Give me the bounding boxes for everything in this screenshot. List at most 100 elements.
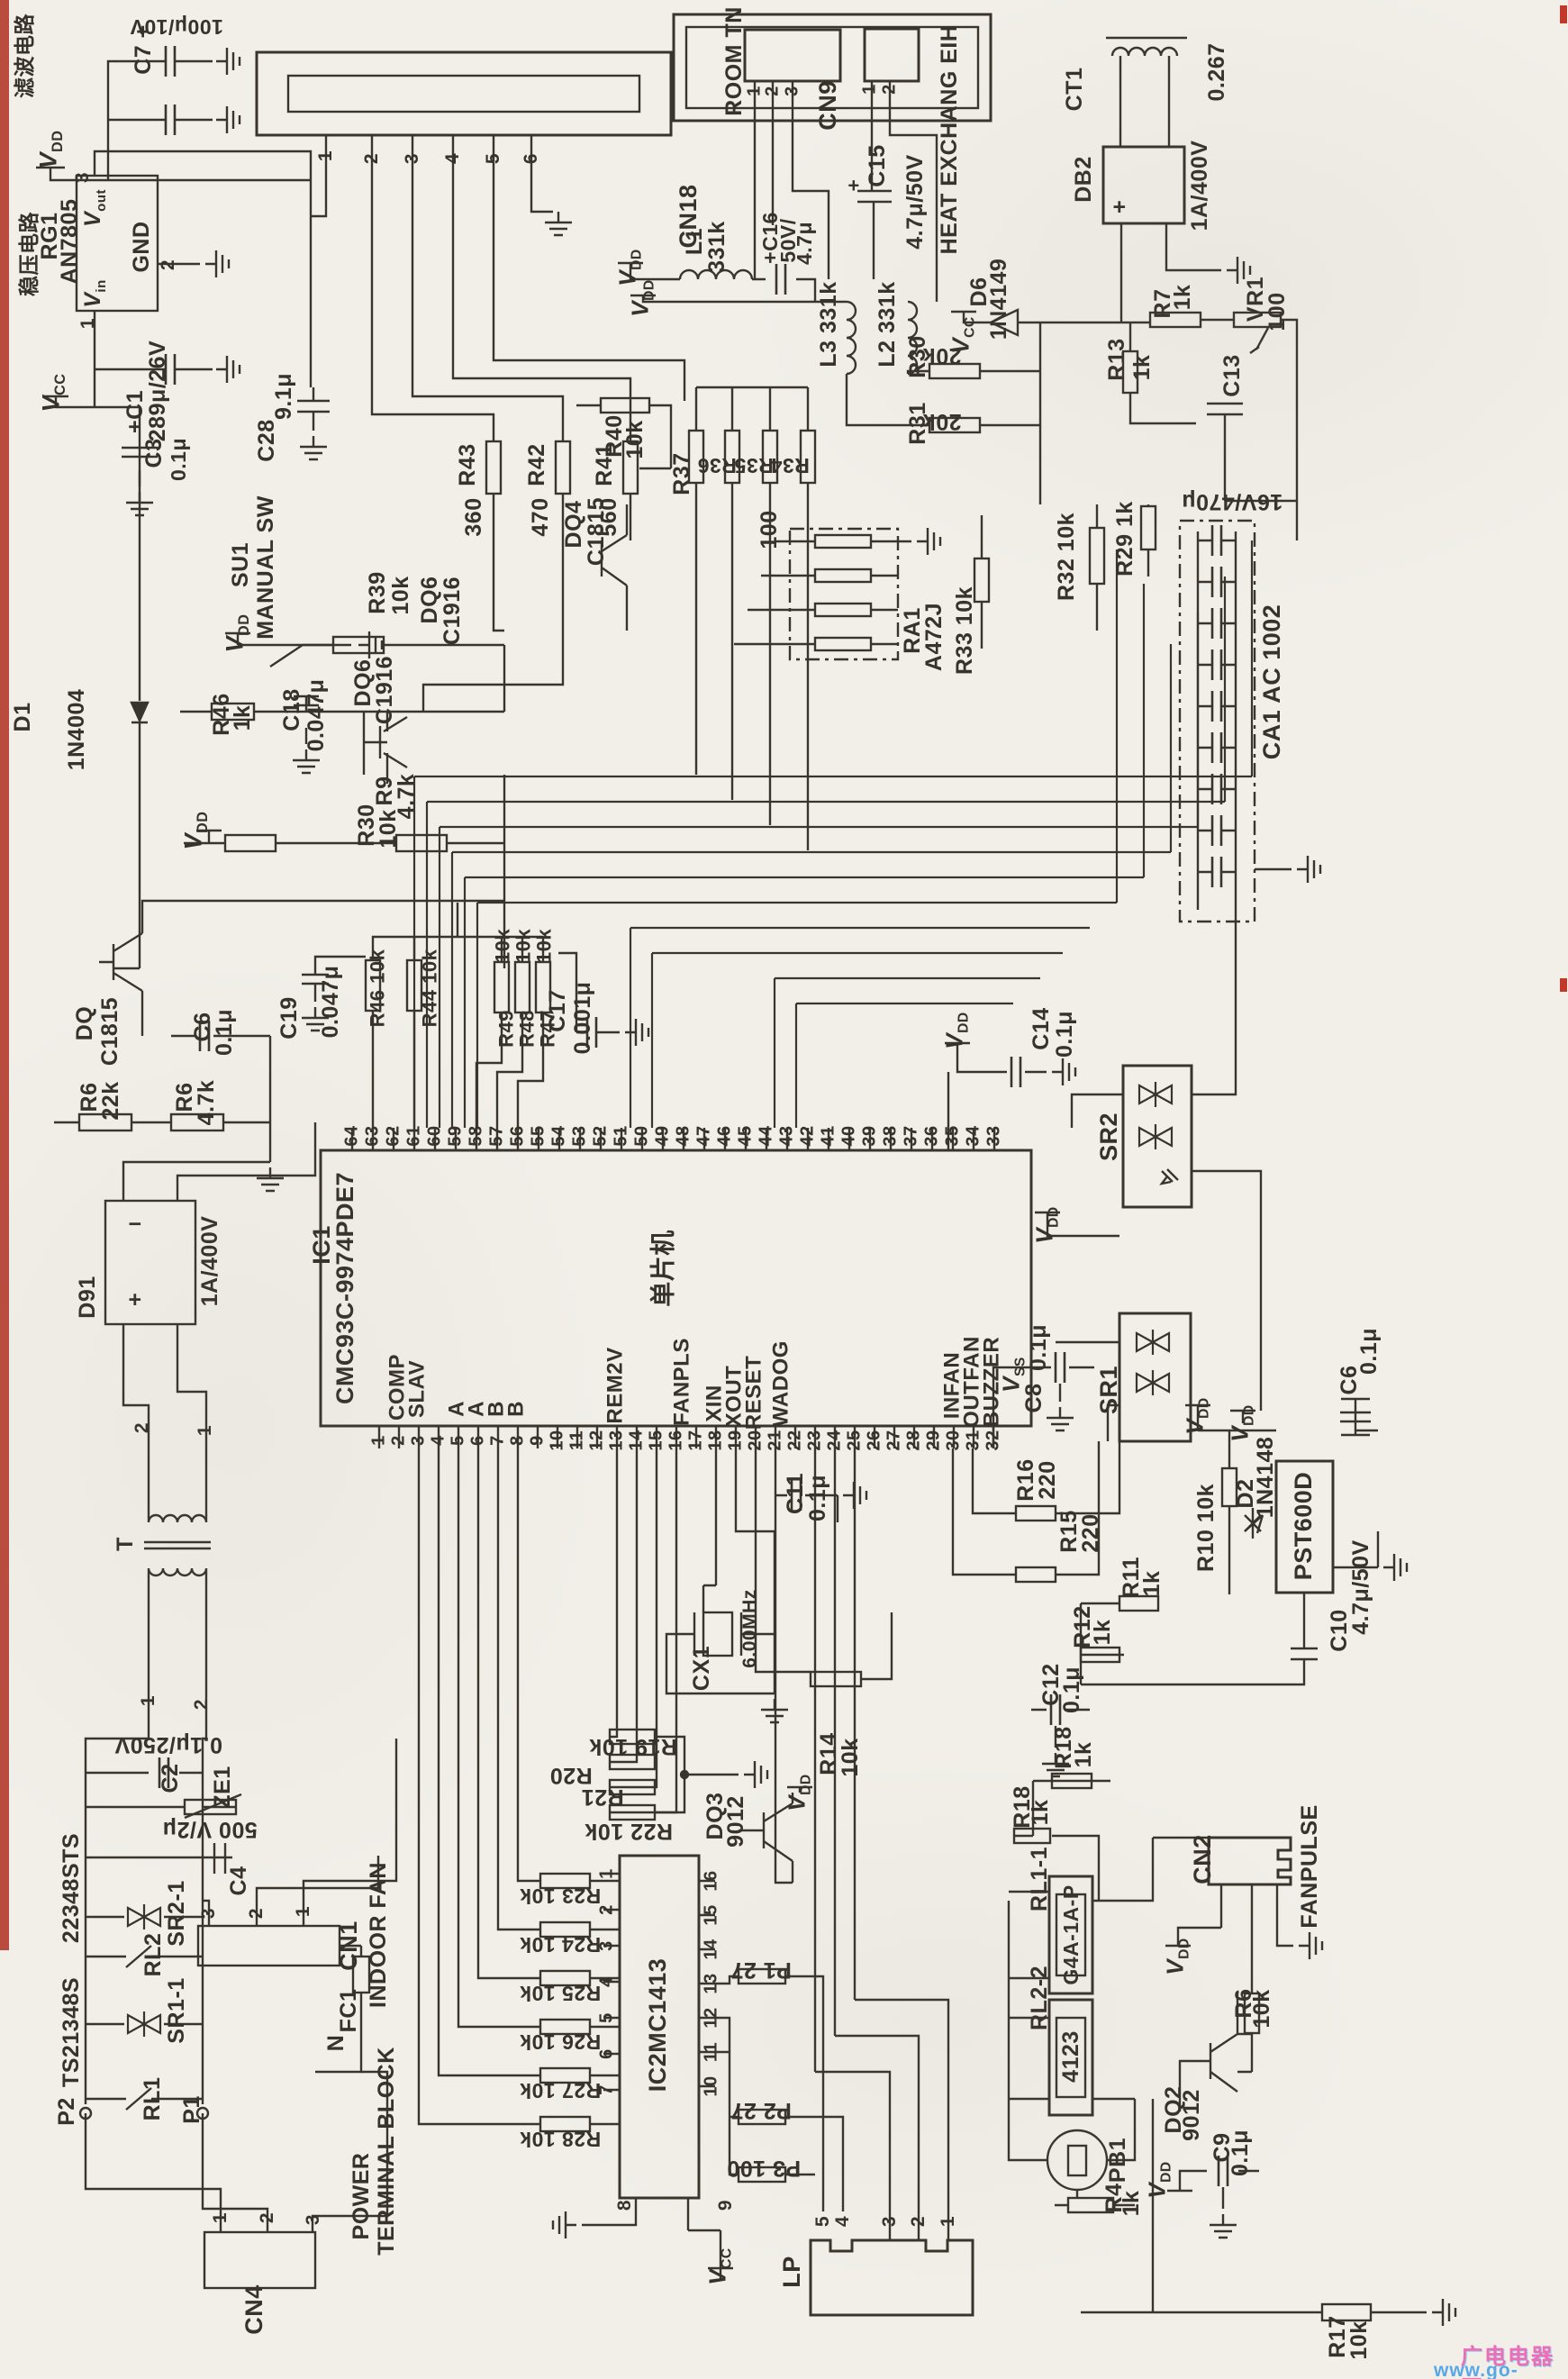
label-d2-val: 1N4148 — [1253, 1436, 1279, 1519]
label-r34-ref: R34 — [770, 453, 810, 477]
label-vdd-6: VDD — [940, 1012, 972, 1049]
label-r28-ref: R28 10k — [519, 2127, 602, 2151]
label-vcc-3: VCC — [703, 2247, 735, 2285]
label-vdd-3: VDD — [179, 811, 211, 850]
label-r15-val: 220 — [1078, 1513, 1104, 1553]
label-ic1-bottom-pin-15: 15 — [646, 1430, 666, 1451]
label-r10-ref: R10 10k — [1193, 1483, 1219, 1573]
label-ic1-bottom-pin-29: 29 — [923, 1430, 944, 1451]
label-dq4-val: C1815 — [584, 496, 610, 567]
label-ic1-name-10-reset: RESET — [741, 1355, 766, 1430]
label-c19-val: 0.047μ — [318, 965, 344, 1039]
label-ic1-top-pin-57: 57 — [486, 1125, 507, 1147]
label-cn9-3: 3 — [782, 86, 802, 96]
label-sr2-ref: SR2 — [1095, 1112, 1123, 1162]
label-cn18-1: 1 — [315, 150, 337, 162]
label-ic1-top-pin-36: 36 — [921, 1125, 942, 1147]
label-cn9-ref: CN9 — [814, 80, 842, 131]
label-r34-val: 100 — [757, 510, 783, 549]
label-d91-ref: D91 — [75, 1276, 101, 1319]
label-r11-val: 1k — [1139, 1570, 1165, 1597]
wires-bottom-center — [417, 1448, 974, 2317]
label-r18b-val: 1k — [1028, 1799, 1054, 1826]
label-rg1-p2: 2 — [158, 259, 179, 271]
label-r39-val: 10k — [388, 576, 414, 615]
label-ra1-val: A472J — [921, 602, 947, 672]
label-rg1-p1: 1 — [77, 317, 99, 330]
label-p1-27: P1 27 — [730, 1957, 792, 1983]
label-ic2-left-pin-6: 6 — [596, 2048, 617, 2059]
label-ic1-top-pin-64: 64 — [341, 1125, 362, 1147]
label-ic2-right-pin-10: 10 — [701, 2075, 721, 2097]
label-c6a-val: 0.1μ — [212, 1008, 238, 1057]
label-ic1-bottom-pin-6: 6 — [467, 1435, 488, 1446]
label-c9-val: 0.1μ — [1228, 2129, 1254, 2177]
label-c2-ref: C2 — [158, 1763, 184, 1793]
label-roomtn: ROOM TN — [721, 6, 748, 116]
label-r13-ref: R13 — [1104, 338, 1130, 381]
label-ic1-name-6-rem2v: REM2V — [603, 1347, 628, 1424]
label-dq-val: C1815 — [97, 996, 123, 1067]
label-rg1-vin: Vin — [79, 279, 109, 308]
label-r7-val: 1k — [1170, 284, 1196, 311]
label-c19-ref: C19 — [276, 996, 303, 1040]
label-dq6a-val: C1916 — [440, 576, 466, 646]
wires-relays-buzzer — [1007, 1836, 1457, 2328]
label-r18a-val: 1k — [1071, 1741, 1097, 1768]
watermark-site-name: 广电电器网 — [1461, 2345, 1554, 2379]
label-cx1-ref: CX1 — [689, 1645, 715, 1692]
label-ct1-ref: CT1 — [1062, 67, 1088, 112]
label-rl11-val: G4A-1A-P — [1059, 1884, 1083, 1985]
label-c13-ref: C13 — [1219, 354, 1246, 397]
label-cn18-4: 4 — [442, 152, 464, 165]
label-ic2-left-pin-7: 7 — [596, 2084, 617, 2095]
label-c12-val: 0.1μ — [1059, 1666, 1085, 1714]
label-sts22348: 22348STS — [59, 1832, 85, 1944]
label-vdd-1: VDD — [34, 130, 66, 169]
label-ic2-left-pin-1: 1 — [596, 1868, 617, 1879]
label-ic1-bottom-pin-28: 28 — [903, 1430, 924, 1451]
label-ic1-top-pin-48: 48 — [673, 1125, 693, 1147]
label-c14-ref: C14 — [1029, 1007, 1055, 1050]
wires-reset-power — [1012, 1397, 1409, 1901]
label-db2-ref: DB2 — [1071, 156, 1097, 203]
label-ic1-bottom-pin-18: 18 — [705, 1430, 726, 1451]
label-ic1-top-pin-51: 51 — [611, 1125, 631, 1147]
label-ic1-name-14-buzzer: BUZZER — [979, 1336, 1004, 1428]
label-ic1-top-pin-33: 33 — [983, 1125, 1004, 1147]
label-vcc-1: VCC — [37, 373, 68, 413]
label-rl2-ref: RL2 — [140, 1932, 167, 1977]
label-l3-ref: L3 331k — [816, 281, 842, 368]
label-ic1-top-pin-49: 49 — [652, 1125, 673, 1147]
label-ic1-name-7-fanpls: FANPLS — [669, 1338, 694, 1426]
label-r6b-val: 4.7k — [194, 1079, 220, 1126]
label-ic1-bottom-pin-24: 24 — [824, 1430, 845, 1451]
label-c2-val: 0.1μ/250V — [114, 1731, 222, 1757]
label-ic1-top-pin-38: 38 — [880, 1125, 901, 1147]
wires-osc — [665, 1448, 868, 1724]
label-c15-plus: + — [847, 174, 860, 197]
label-r39-ref: R39 — [365, 571, 391, 614]
label-pst-ref: PST600D — [1290, 1471, 1318, 1581]
label-r21-ref: R21 — [581, 1784, 624, 1810]
wires-rectifier-transformer — [78, 1122, 398, 2290]
label-c16-v2: 4.7μ — [793, 221, 817, 266]
label-r42-val: 470 — [528, 497, 554, 537]
label-r24-ref: R24 10k — [519, 1932, 602, 1957]
label-dq3-val: 9012 — [723, 1795, 749, 1848]
label-t-p2: 2 — [191, 1698, 213, 1711]
label-ic1-top-pin-47: 47 — [693, 1125, 714, 1147]
label-cn1-ref: CN1 — [335, 1920, 363, 1971]
label-d91-p1: 1 — [195, 1424, 216, 1437]
label-ic1-top-pin-59: 59 — [445, 1125, 466, 1147]
label-r33-ref: R33 10k — [952, 586, 978, 676]
ic1-outline — [319, 1128, 1033, 1448]
label-d91-neg: − — [128, 1212, 142, 1238]
label-ic2-right-pin-14: 14 — [701, 1939, 721, 1960]
label-db2-plus: + — [1112, 195, 1127, 221]
label-ic1-bottom-pin-7: 7 — [487, 1435, 508, 1446]
label-r48-val: 10k — [512, 928, 535, 964]
label-dq-ref: DQ — [72, 1005, 98, 1041]
label-d1-ref: D1 — [10, 702, 36, 732]
label-ic1-bottom-pin-20: 20 — [745, 1430, 766, 1451]
